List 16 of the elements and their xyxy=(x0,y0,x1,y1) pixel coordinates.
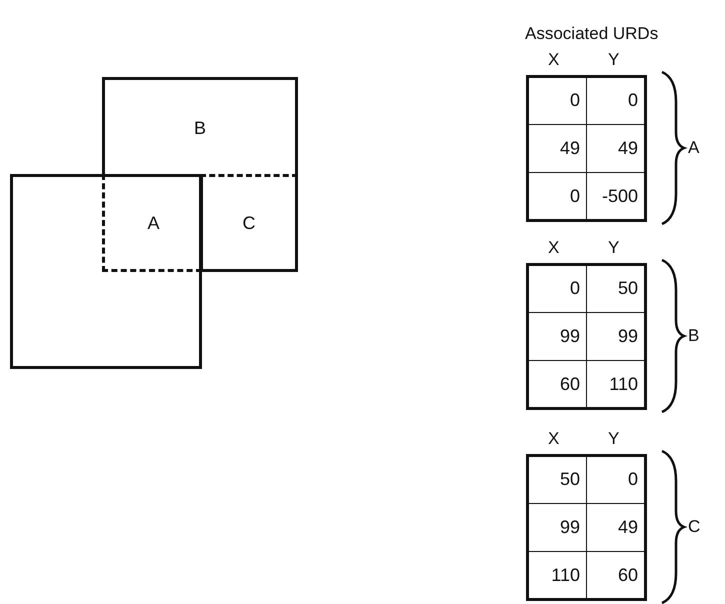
region-letter: B xyxy=(194,118,206,138)
column-header: Y xyxy=(608,429,620,449)
region-outline xyxy=(102,77,298,176)
column-header: Y xyxy=(608,238,620,258)
column-header: X xyxy=(548,50,560,70)
table-heading: Associated URDs xyxy=(525,24,658,44)
group-letter: A xyxy=(688,138,700,158)
region-outline xyxy=(200,174,298,272)
column-header: Y xyxy=(608,50,620,70)
group-letter: C xyxy=(688,517,700,537)
group-letter: B xyxy=(688,326,700,346)
column-header: X xyxy=(548,429,560,449)
region-letter: A xyxy=(147,212,160,234)
column-header: X xyxy=(548,238,560,258)
square-outline xyxy=(10,174,202,369)
region-letter: C xyxy=(242,212,256,234)
